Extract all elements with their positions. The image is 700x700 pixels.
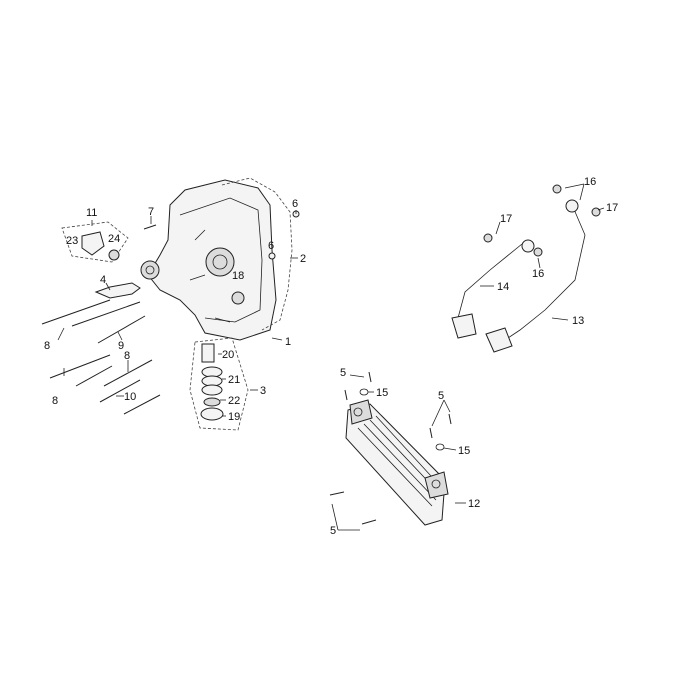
callout-8: 8 xyxy=(124,350,130,362)
screw xyxy=(143,224,157,230)
oil-hose-long xyxy=(485,199,586,353)
crankcase-cover xyxy=(140,179,277,341)
banjo-bolt xyxy=(591,207,601,217)
callout-18: 18 xyxy=(232,270,244,282)
callout-15: 15 xyxy=(458,445,470,457)
callout-5: 5 xyxy=(330,525,336,537)
callout-23: 23 xyxy=(66,235,78,247)
banjo-bolt xyxy=(552,184,562,194)
callout-20: 20 xyxy=(222,349,234,361)
long-bolts xyxy=(41,299,161,415)
callout-labels: 1 2 3 4 5 5 5 6 6 7 8 8 8 9 10 11 12 13 … xyxy=(44,176,618,537)
callout-8: 8 xyxy=(52,395,58,407)
callout-12: 12 xyxy=(468,498,480,510)
pin xyxy=(268,252,276,260)
callout-16: 16 xyxy=(584,176,596,188)
leader-lines xyxy=(57,183,605,531)
callout-7: 7 xyxy=(148,206,154,218)
callout-21: 21 xyxy=(228,374,240,386)
callout-6: 6 xyxy=(292,198,298,210)
callout-16: 16 xyxy=(532,268,544,280)
filter-assembly xyxy=(189,337,249,431)
callout-6: 6 xyxy=(268,240,274,252)
callout-10: 10 xyxy=(124,391,136,403)
bracket xyxy=(94,282,141,299)
callout-24: 24 xyxy=(108,233,120,245)
callout-13: 13 xyxy=(572,315,584,327)
callout-8: 8 xyxy=(44,340,50,352)
callout-14: 14 xyxy=(497,281,509,293)
pump-housing-assembly xyxy=(61,221,129,263)
callout-4: 4 xyxy=(100,274,106,286)
callout-11: 11 xyxy=(86,207,97,219)
oil-cooler-radiator xyxy=(345,399,449,526)
callout-3: 3 xyxy=(260,385,266,397)
callout-17: 17 xyxy=(606,202,618,214)
banjo-bolt xyxy=(533,247,543,257)
callout-22: 22 xyxy=(228,395,240,407)
callout-19: 19 xyxy=(228,411,240,423)
callout-15: 15 xyxy=(376,387,388,399)
callout-17: 17 xyxy=(500,213,512,225)
callout-5: 5 xyxy=(438,390,444,402)
cover-gasket xyxy=(221,177,293,331)
callout-2: 2 xyxy=(300,253,306,265)
banjo-bolt xyxy=(483,233,493,243)
callout-1: 1 xyxy=(285,336,291,348)
callout-5: 5 xyxy=(340,367,346,379)
oil-hose-short xyxy=(451,239,535,339)
callout-9: 9 xyxy=(118,340,124,352)
